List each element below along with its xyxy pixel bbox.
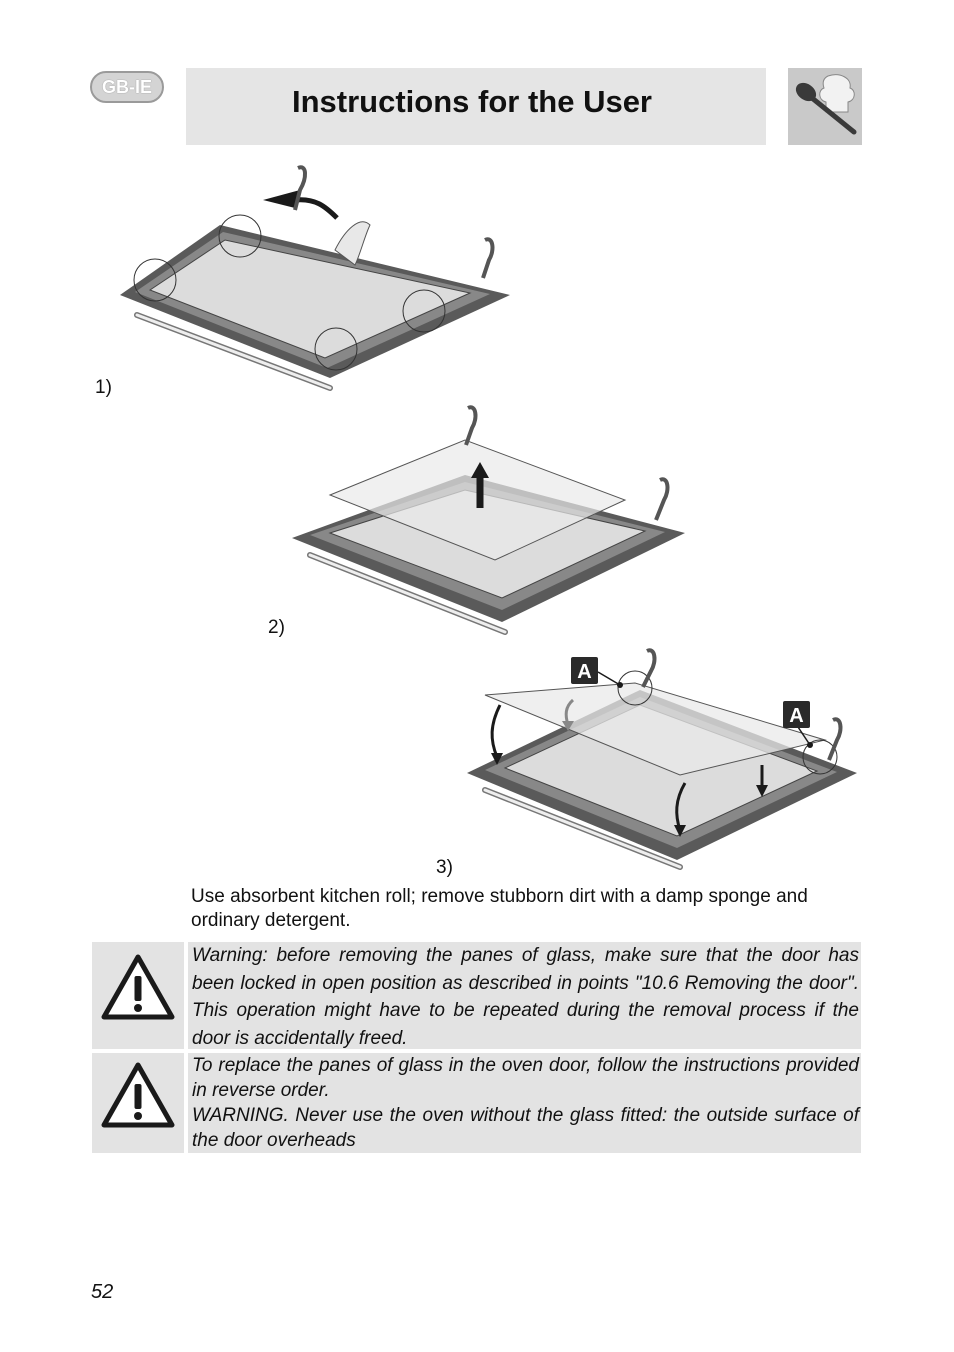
page-title: Instructions for the User	[292, 84, 652, 119]
warning-triangle-icon	[101, 1062, 175, 1128]
figure-3-illustration: A A	[465, 645, 860, 873]
figure-1-illustration	[115, 160, 515, 395]
warning-paragraph: To replace the panes of glass in the ove…	[192, 1055, 859, 1101]
warning-box-2: To replace the panes of glass in the ove…	[92, 1053, 861, 1153]
warning-paragraph: Warning: before removing the panes of gl…	[192, 945, 859, 1049]
figure-3-label: 3)	[436, 857, 453, 878]
header-bar: Instructions for the User	[186, 68, 766, 145]
page-number: 52	[91, 1281, 114, 1303]
figure-2-label: 2)	[268, 617, 285, 638]
figure-1-label: 1)	[95, 377, 112, 398]
warning-text-2: To replace the panes of glass in the ove…	[188, 1053, 861, 1153]
warning-box-1: Warning: before removing the panes of gl…	[92, 942, 861, 1049]
warning-triangle-icon	[101, 954, 175, 1020]
body-text: Use absorbent kitchen roll; remove stubb…	[191, 886, 808, 931]
warning-icon-cell	[92, 1053, 184, 1153]
warning-icon-cell	[92, 942, 184, 1049]
region-badge: GB-IE	[90, 71, 164, 103]
figure-2-illustration	[290, 400, 690, 636]
callout-a-left: A	[577, 661, 591, 683]
warning-text-1: Warning: before removing the panes of gl…	[188, 942, 861, 1049]
callout-a-right: A	[789, 705, 803, 727]
spoon-chef-hat-icon	[788, 68, 862, 145]
warning-paragraph: WARNING. Never use the oven without the …	[192, 1105, 859, 1151]
